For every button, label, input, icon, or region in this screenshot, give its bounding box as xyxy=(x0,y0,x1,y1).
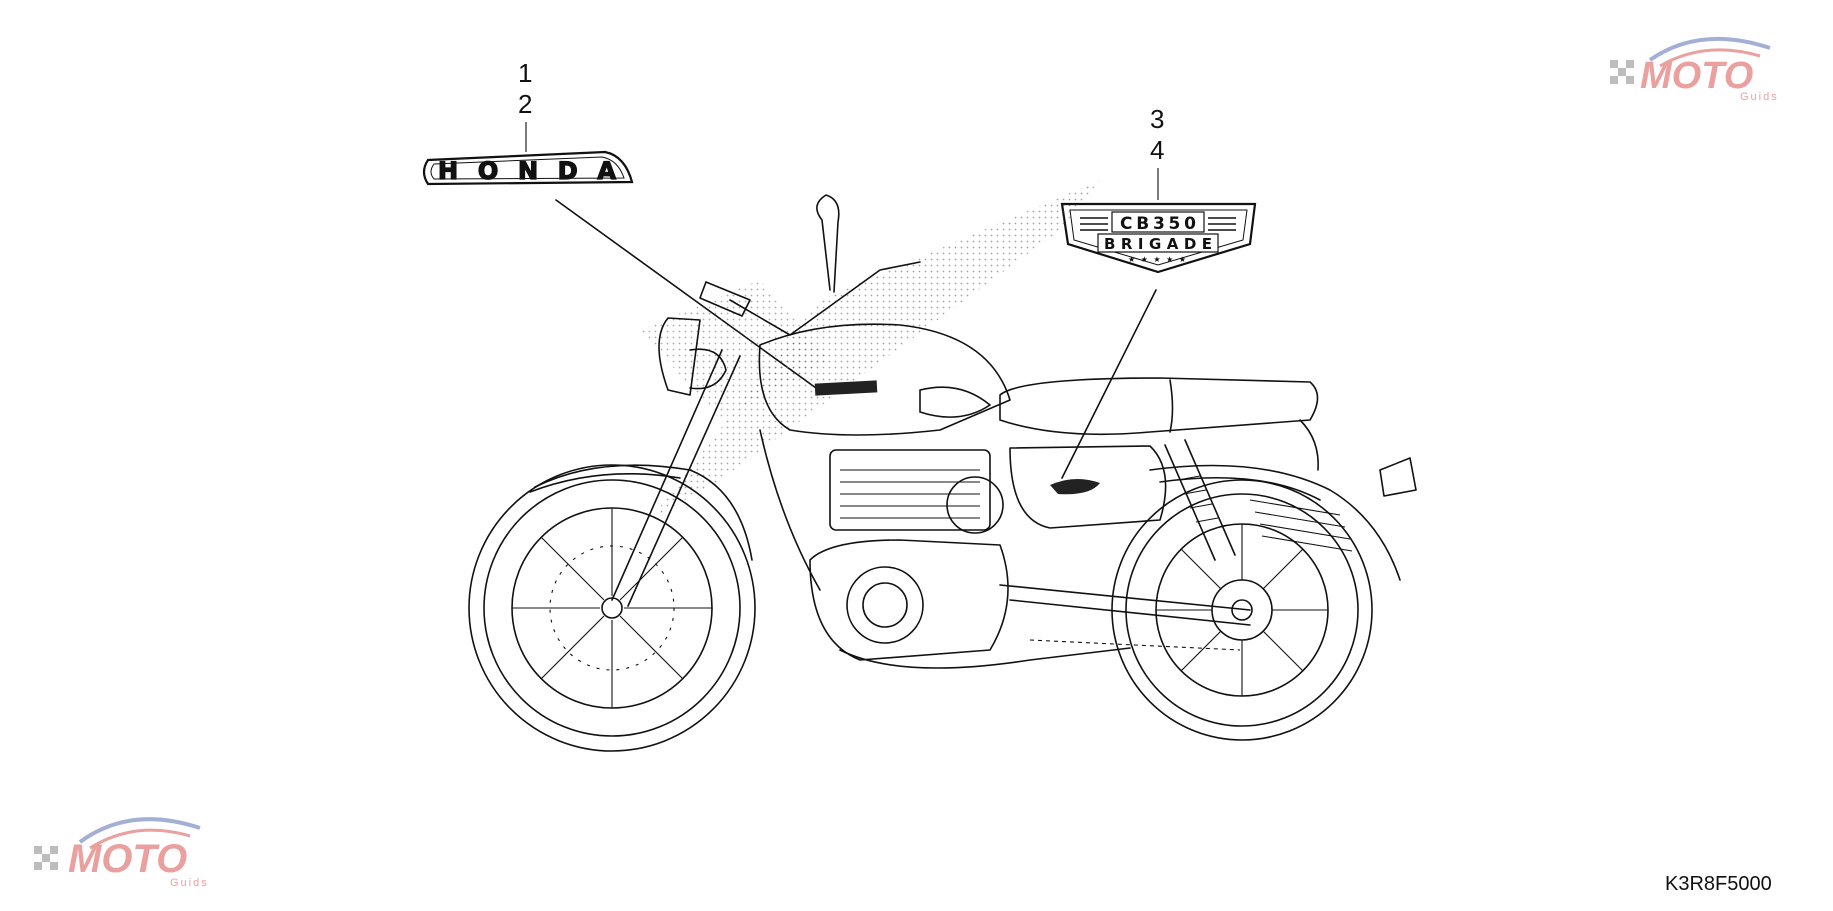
handlebar xyxy=(729,261,921,336)
cb350-brigade-side-badge: CB350 BRIGADE ★★★★★ xyxy=(1060,202,1257,274)
side-cover xyxy=(1009,445,1167,529)
tank-badge-marker xyxy=(814,380,878,396)
callout-number-1: 1 xyxy=(518,58,532,88)
callout-number-3: 3 xyxy=(1150,104,1164,134)
tank-stipple xyxy=(640,280,830,420)
front-wheel xyxy=(468,464,756,752)
grab-rail xyxy=(1299,419,1319,471)
watermark-text: MOTO xyxy=(1640,55,1753,97)
taillight xyxy=(1379,457,1417,497)
rear-fender xyxy=(1149,464,1401,581)
watermark-sub: Guids xyxy=(1740,91,1779,103)
watermark-logo-top: MOTO Guids xyxy=(1610,36,1779,103)
callout-number-4: 4 xyxy=(1150,135,1164,165)
side-badge-line2: BRIGADE xyxy=(1104,235,1212,253)
headlight xyxy=(658,317,701,396)
side-cover-badge-marker xyxy=(1050,478,1100,495)
watermark-sub-bottom: Guids xyxy=(170,877,209,889)
swingarm xyxy=(999,584,1251,611)
watermark-text-bottom: MOTO xyxy=(68,837,187,881)
engine xyxy=(809,449,1009,661)
fuel-tank xyxy=(758,323,1011,436)
side-badge-stars: ★★★★★ xyxy=(1128,255,1186,264)
rear-shock xyxy=(1164,439,1236,561)
watermark-logo-bottom: MOTO Guids xyxy=(34,817,209,889)
frame-downtube xyxy=(759,429,821,591)
side-badge-line1: CB350 xyxy=(1120,214,1196,234)
projection-stipple xyxy=(650,180,1100,520)
honda-tank-badge: HONDA xyxy=(422,150,634,186)
front-fork xyxy=(611,349,741,607)
motorcycle-illustration xyxy=(468,194,1417,752)
leader-line-side-cover xyxy=(1061,289,1157,479)
diagram-code: K3R8F5000 xyxy=(1665,873,1772,895)
front-fender xyxy=(534,464,753,561)
callout-number-2: 2 xyxy=(518,89,532,119)
mirror xyxy=(816,194,840,293)
rear-wheel xyxy=(1111,479,1373,741)
exhaust-pipe xyxy=(839,647,1131,669)
seat xyxy=(999,377,1319,436)
